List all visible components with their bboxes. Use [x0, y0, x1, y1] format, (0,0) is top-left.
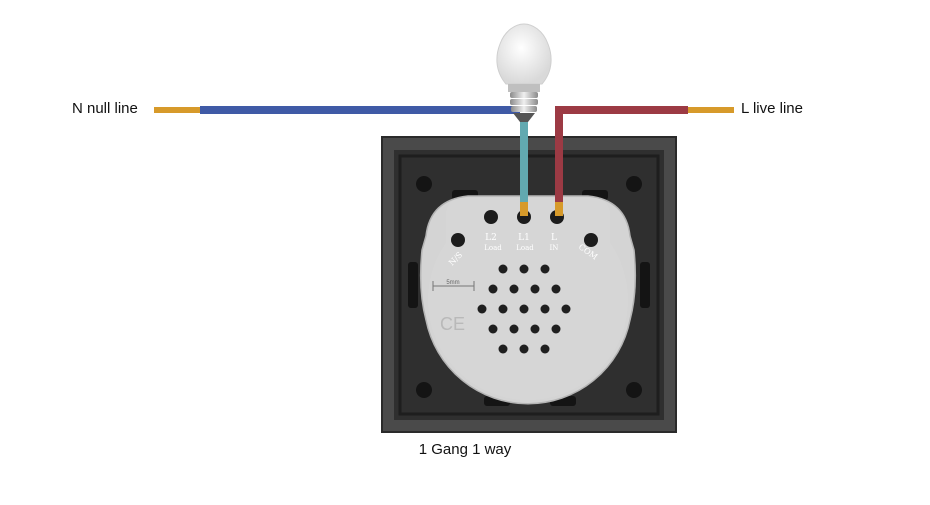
svg-text:5mm: 5mm	[446, 280, 459, 286]
vent-holes	[477, 264, 571, 354]
mount-hole	[626, 176, 642, 192]
live-wire	[555, 106, 688, 202]
mount-slot	[408, 262, 418, 308]
terminal-sub-l2: Load	[484, 244, 502, 252]
mount-hole	[416, 176, 432, 192]
live-wire-terminal-tip	[555, 202, 563, 216]
terminal-hole-l2	[484, 210, 498, 224]
live-wire-tip	[686, 107, 734, 113]
terminal-label-l2: L2	[485, 233, 497, 243]
neutral-wire	[200, 106, 520, 114]
ce-mark: CE	[440, 314, 465, 334]
mount-slot	[640, 262, 650, 308]
terminal-label-l1: L1	[518, 233, 530, 243]
switch-inner-bevel	[398, 154, 660, 416]
neutral-wire-tip	[154, 107, 202, 113]
neutral-line-label: N null line	[72, 100, 138, 117]
terminal-hole-ns	[451, 233, 465, 247]
terminal-sub-l: IN	[550, 244, 559, 252]
load-wire-terminal-tip	[520, 202, 528, 216]
load-wire	[520, 120, 528, 204]
terminal-sub-l1: Load	[516, 244, 534, 252]
mount-hole	[626, 382, 642, 398]
terminal-label-l: L	[551, 233, 557, 243]
live-line-label: L live line	[741, 100, 803, 117]
scale-marker: 5mm	[432, 280, 475, 291]
terminal-hole-com	[584, 233, 598, 247]
light-bulb-icon	[496, 23, 552, 122]
diagram-caption: 1 Gang 1 way	[418, 441, 512, 458]
mount-hole	[416, 382, 432, 398]
